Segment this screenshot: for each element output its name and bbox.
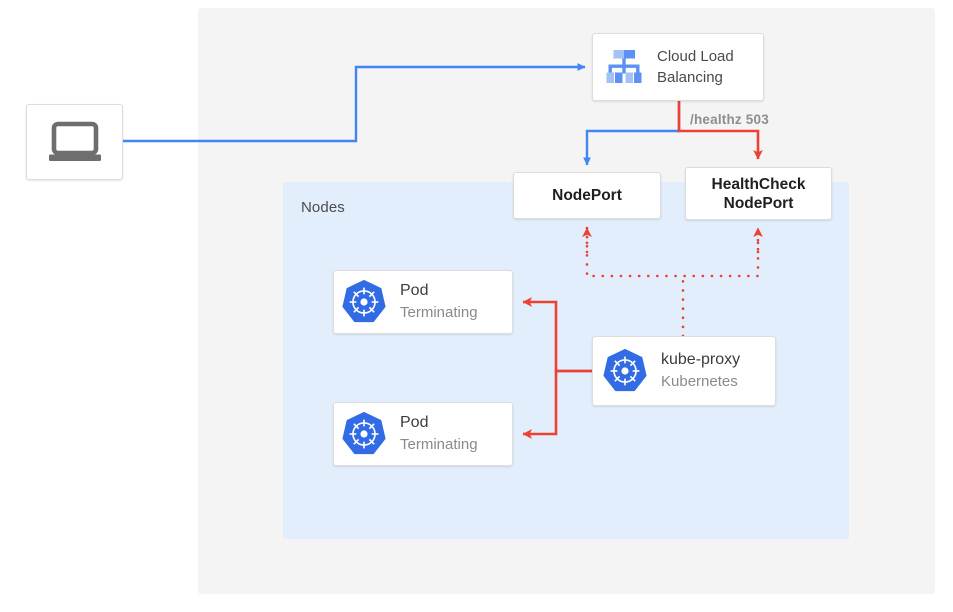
healthcheck-nodeport-label-line-2: NodePort: [723, 194, 794, 212]
pod-node-2-title: Pod: [400, 414, 429, 431]
client-node[interactable]: [26, 104, 123, 180]
healthcheck-nodeport-box[interactable]: HealthCheck NodePort: [685, 167, 832, 220]
kube-proxy-node[interactable]: kube-proxy Kubernetes: [592, 336, 776, 406]
nodeport-box[interactable]: NodePort: [513, 172, 661, 219]
cloud-load-balancing-title-line-1: Cloud Load: [657, 48, 734, 65]
nodes-region-label: Nodes: [301, 199, 345, 216]
pod-node-2-status: Terminating: [400, 436, 478, 453]
pod-node-1-title: Pod: [400, 282, 429, 299]
pod-node-2-text: Pod Terminating: [388, 412, 512, 456]
kubernetes-icon: [340, 410, 388, 458]
cloud-load-balancing-title-line-2: Balancing: [657, 69, 723, 86]
pod-node-1-status: Terminating: [400, 304, 478, 321]
pod-node-2[interactable]: Pod Terminating: [333, 402, 513, 466]
kube-proxy-title: kube-proxy: [661, 351, 741, 368]
kube-proxy-text: kube-proxy Kubernetes: [649, 349, 775, 393]
cloud-load-balancing-icon: [601, 44, 647, 90]
healthz-edge-label: /healthz 503: [690, 112, 769, 127]
laptop-icon: [48, 121, 102, 163]
healthcheck-nodeport-label-line-1: HealthCheck: [711, 175, 806, 193]
kube-proxy-subtitle: Kubernetes: [661, 373, 738, 390]
kubernetes-icon: [601, 347, 649, 395]
pod-node-1[interactable]: Pod Terminating: [333, 270, 513, 334]
nodeport-label: NodePort: [552, 187, 622, 204]
kubernetes-icon: [340, 278, 388, 326]
pod-node-1-text: Pod Terminating: [388, 280, 512, 324]
cloud-load-balancing-node[interactable]: Cloud Load Balancing: [592, 33, 764, 101]
healthcheck-nodeport-label-wrap: HealthCheck NodePort: [712, 175, 806, 213]
cloud-load-balancing-text: Cloud Load Balancing: [647, 46, 763, 88]
